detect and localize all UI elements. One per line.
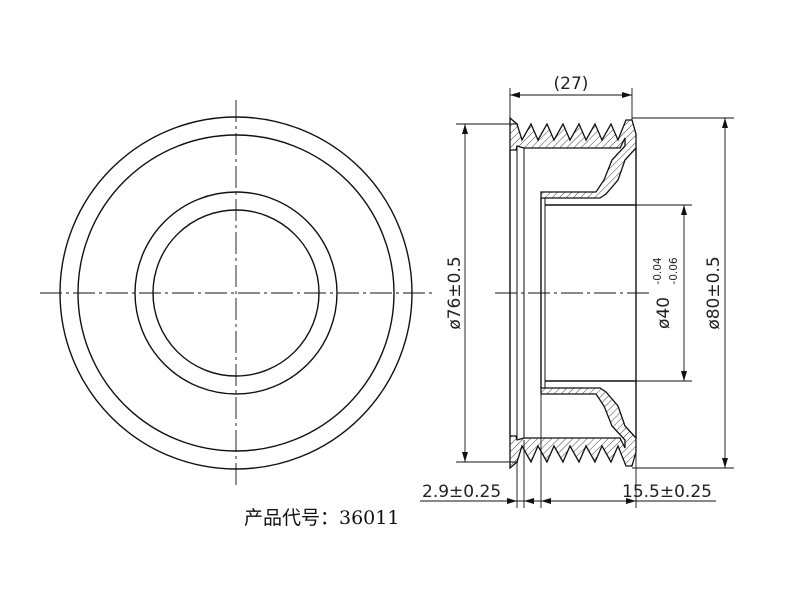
section-top-profile xyxy=(509,116,637,199)
dimension-outer-diameter-left: ø76±0.5 xyxy=(445,123,518,463)
dim-bore-diameter-label: ø40 xyxy=(654,297,674,329)
dim-outer-diameter-left-label: ø76±0.5 xyxy=(445,256,465,329)
dimension-overall-width: (27) xyxy=(509,74,633,120)
dim-groove-offset-label: 15.5±0.25 xyxy=(622,482,712,502)
dim-flange-thickness-label: 2.9±0.25 xyxy=(422,482,501,502)
dimension-outer-diameter-right: ø80±0.5 xyxy=(632,117,734,469)
front-view xyxy=(40,100,432,487)
product-code-label: 产品代号：36011 xyxy=(244,507,399,529)
dim-overall-width-label: (27) xyxy=(554,74,589,94)
dim-bore-tol-upper: -0.04 xyxy=(652,257,664,284)
dim-bore-tol-lower: -0.06 xyxy=(668,257,680,284)
section-view xyxy=(495,116,650,470)
dimension-groove-offset: 15.5±0.25 xyxy=(540,388,716,508)
dimension-bore-diameter: ø40 -0.04 -0.06 xyxy=(636,204,692,382)
section-bottom-profile xyxy=(509,387,637,470)
dim-outer-diameter-right-label: ø80±0.5 xyxy=(704,256,724,329)
dimension-flange-thickness: 2.9±0.25 xyxy=(420,440,545,508)
